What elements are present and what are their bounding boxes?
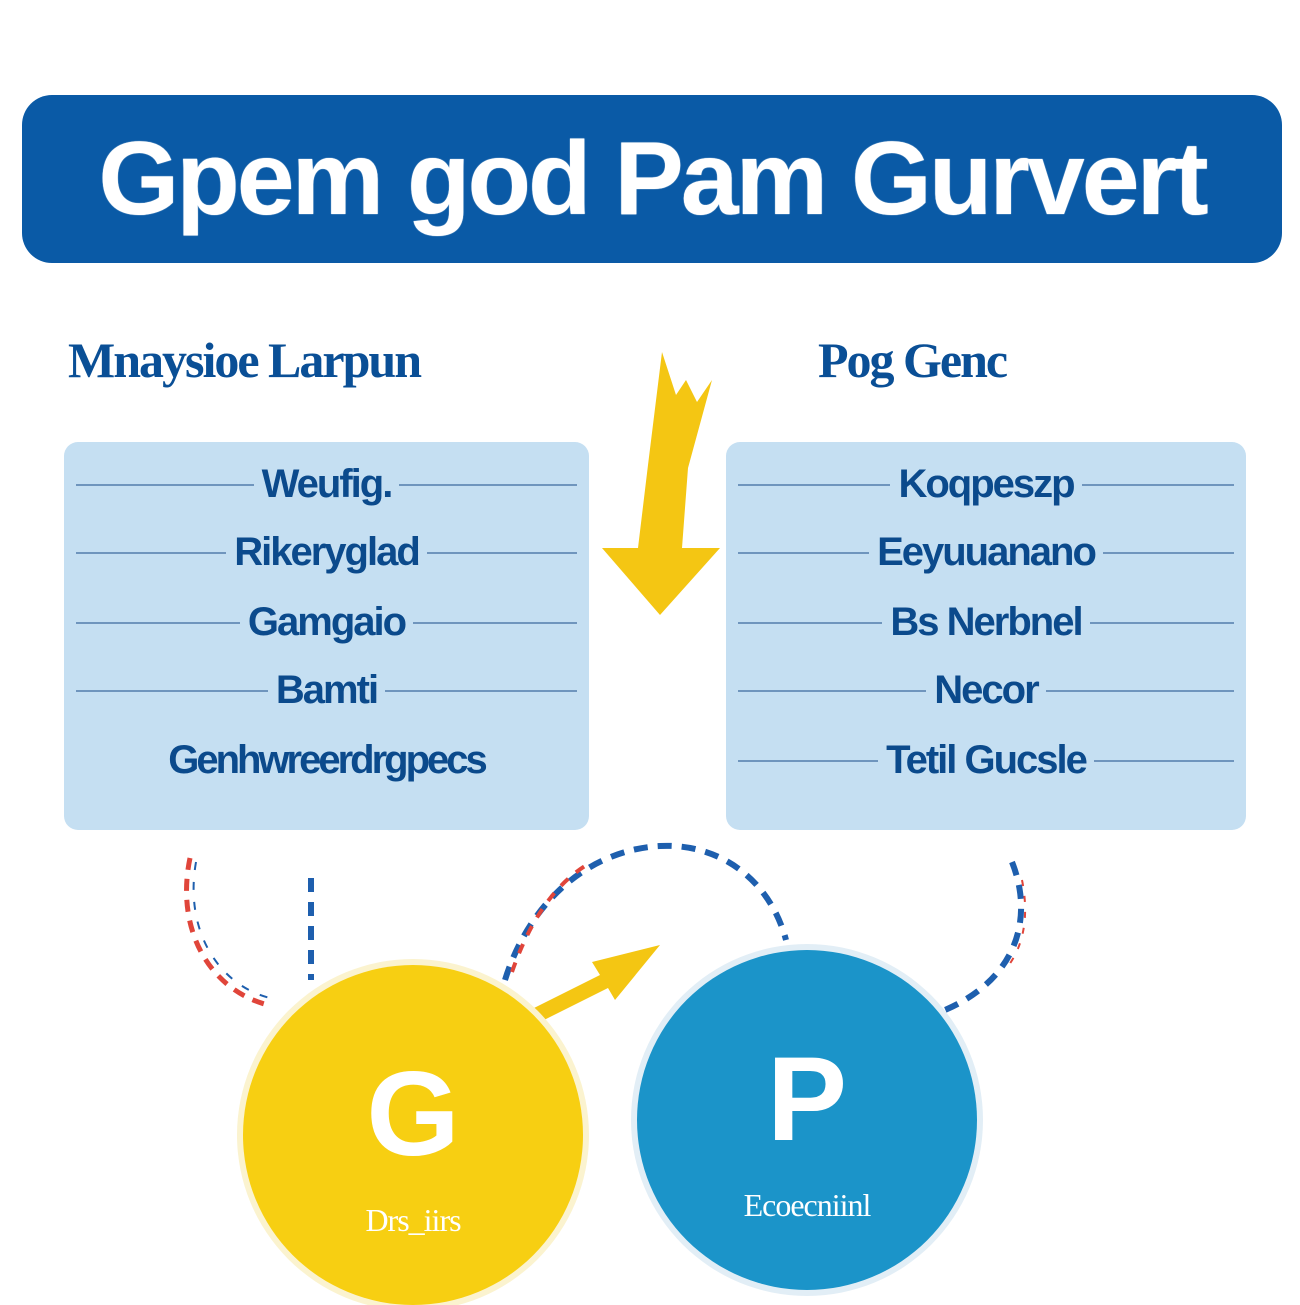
left-panel-item: Genhwreerdrgpecs: [160, 730, 493, 790]
left-panel-item: Bamti: [267, 660, 386, 720]
g-node: G Drs_iirs: [243, 965, 583, 1305]
right-panel-row: Bs Nerbnel: [726, 592, 1246, 652]
right-arrow-icon: [530, 945, 660, 1022]
right-panel-item: Tetil Gucsle: [878, 730, 1094, 790]
right-panel-item: Necor: [926, 660, 1046, 720]
right-panel-row: Eeyuuanano: [726, 522, 1246, 582]
g-node-letter: G: [366, 1047, 460, 1181]
left-panel-item: Rikeryglad: [226, 522, 427, 582]
p-node: P Ecoecniinl: [637, 950, 977, 1290]
right-panel-row: Necor: [726, 660, 1246, 720]
left-panel-item: Gamgaio: [239, 592, 414, 652]
right-panel-item: Eeyuuanano: [869, 522, 1103, 582]
left-dashed-connector: [184, 857, 269, 1008]
right-column-heading: Pog Genc: [818, 332, 1008, 388]
title-banner: Gpem god Pam Gurvert: [22, 95, 1282, 263]
left-panel: Weufig. Rikeryglad Gamgaio Bamti Genhwre…: [64, 442, 589, 830]
page-title: Gpem god Pam Gurvert: [98, 121, 1208, 237]
left-panel-row: Gamgaio: [64, 592, 589, 652]
left-panel-row: Bamti: [64, 660, 589, 720]
top-dashed-arc-red: [510, 864, 587, 973]
right-panel-row: Koqpeszp: [726, 454, 1246, 514]
left-panel-row: Genhwreerdrgpecs: [64, 730, 589, 790]
p-node-caption: Ecoecniinl: [743, 1187, 872, 1223]
left-panel-row: Rikeryglad: [64, 522, 589, 582]
left-column-heading: Mnaysioe Larpun: [68, 332, 422, 388]
right-panel-row: Tetil Gucsle: [726, 730, 1246, 790]
left-dashed-connector-blue: [192, 861, 271, 999]
right-panel: Koqpeszp Eeyuuanano Bs Nerbnel Necor Tet…: [726, 442, 1246, 830]
left-panel-row: Weufig.: [64, 454, 589, 514]
right-dashed-connector: [943, 860, 1025, 1013]
right-panel-item: Koqpeszp: [890, 454, 1082, 514]
left-panel-item: Weufig.: [253, 454, 400, 514]
right-dashed-connector-red: [1004, 879, 1027, 971]
g-node-caption: Drs_iirs: [365, 1202, 461, 1238]
right-panel-item: Bs Nerbnel: [882, 592, 1090, 652]
p-node-letter: P: [766, 1032, 848, 1166]
down-arrow-icon: [602, 352, 720, 615]
top-dashed-arc: [502, 842, 789, 981]
